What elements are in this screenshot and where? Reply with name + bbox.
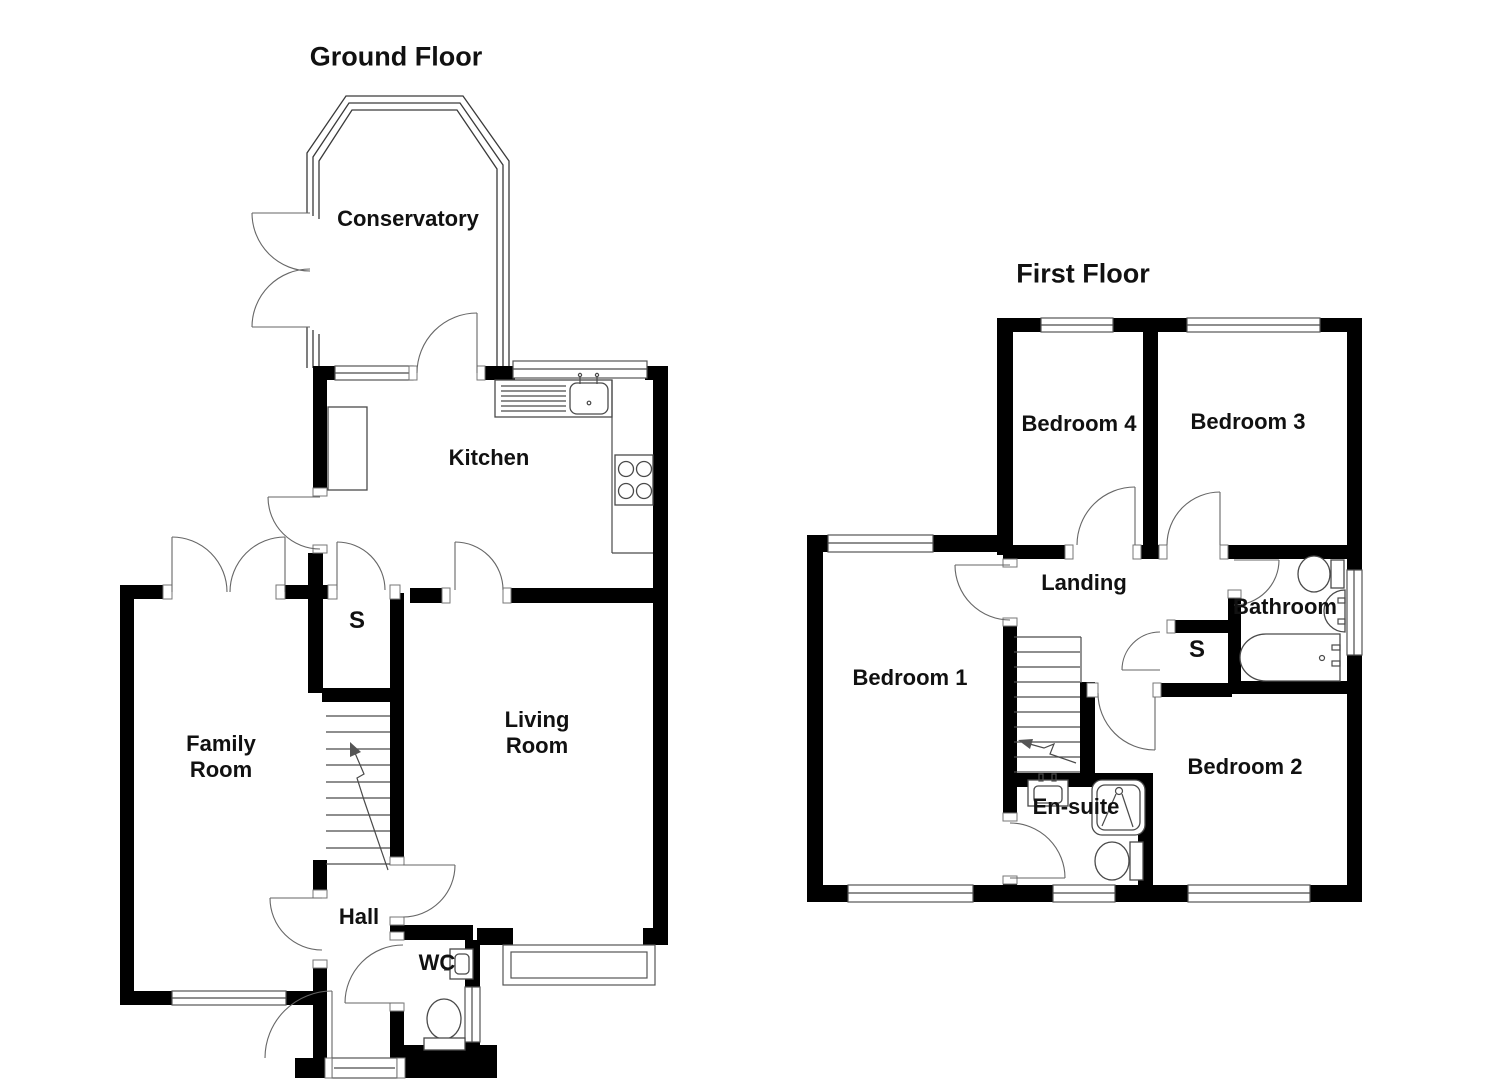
bathroom-basin-fixture [1323,589,1346,633]
bedroom1-front-window [827,534,934,553]
first-floor-windows [827,317,1363,903]
bedroom1-door [954,564,1011,621]
room-label-ensuite: En-suite [1032,794,1120,820]
wc-toilet-fixture [423,998,466,1051]
first-floor-door-jambs [1002,544,1242,885]
ground-floor-door-jambs [162,365,512,1079]
wc-door [344,944,404,1004]
room-label-store-first: S [1188,635,1206,663]
ground-floor-staircase [326,715,390,871]
bathroom-toilet-fixture [1297,555,1345,593]
room-label-family-room: Family Room [186,731,256,782]
bedroom2-window [1187,884,1311,903]
first-floor-doors [954,486,1280,879]
room-label-hall: Hall [338,904,380,930]
hob-fixture [614,454,654,506]
conservatory-french-doors [251,212,311,328]
first-floor-staircase [1014,636,1082,773]
ensuite-door [1009,822,1066,879]
living-room-bay-window [502,944,656,986]
first-floor-title: First Floor [1016,258,1150,289]
room-label-landing: Landing [1041,570,1127,596]
bedroom4-window [1040,317,1114,333]
bedroom3-window [1186,317,1321,333]
ground-floor-title: Ground Floor [309,41,483,72]
room-label-bathroom: Bathroom [1233,594,1337,620]
room-label-store-ground: S [348,606,366,634]
kitchen-side-exterior-door [267,496,321,550]
conservatory-glazing [306,95,510,368]
bedroom3-door [1166,491,1221,546]
bedroom2-door [1097,692,1156,751]
wc-basin-fixture [444,948,474,980]
hall-to-family-room-door [269,897,323,951]
room-label-bedroom2: Bedroom 2 [1187,754,1303,780]
front-door [264,990,333,1059]
ground-floor-walls [120,366,668,1078]
conservatory-to-kitchen-door [416,312,478,374]
first-floor-plan [807,317,1363,903]
kitchen-unit-fixture [327,406,368,491]
room-label-conservatory: Conservatory [337,206,479,232]
ground-floor-doors [171,312,504,1059]
landing-store-door [1121,631,1161,671]
family-room-french-doors [171,536,286,593]
bedroom1-rear-window [847,884,974,903]
kitchen-to-living-door [454,541,504,591]
ensuite-window [1052,884,1116,903]
ensuite-shower-fixture [1091,779,1146,836]
understairs-store-door [336,541,386,591]
bathroom-door [1233,559,1280,606]
front-door-recess [331,1057,398,1079]
room-label-bedroom3: Bedroom 3 [1190,409,1306,435]
kitchen-window [334,365,414,381]
room-label-wc: WC [418,950,456,976]
room-label-kitchen: Kitchen [448,445,530,471]
room-label-living-room: Living Room [504,707,570,758]
first-floor-walls [807,318,1362,902]
room-label-bedroom4: Bedroom 4 [1021,411,1137,437]
kitchen-sink-window [512,360,648,379]
wc-window [464,986,481,1043]
ensuite-basin-fixture [1027,773,1069,807]
ground-floor-windows [171,360,656,1079]
ground-floor-plan [120,95,668,1079]
ensuite-toilet-fixture [1094,841,1144,881]
bathtub-fixture [1239,633,1341,682]
bathroom-window [1346,569,1363,656]
kitchen-counter-and-sink-fixture [494,372,653,554]
room-label-bedroom1: Bedroom 1 [852,665,968,691]
bedroom4-door [1076,486,1136,546]
family-room-window [171,990,287,1006]
hall-to-living-room-door [402,864,456,918]
